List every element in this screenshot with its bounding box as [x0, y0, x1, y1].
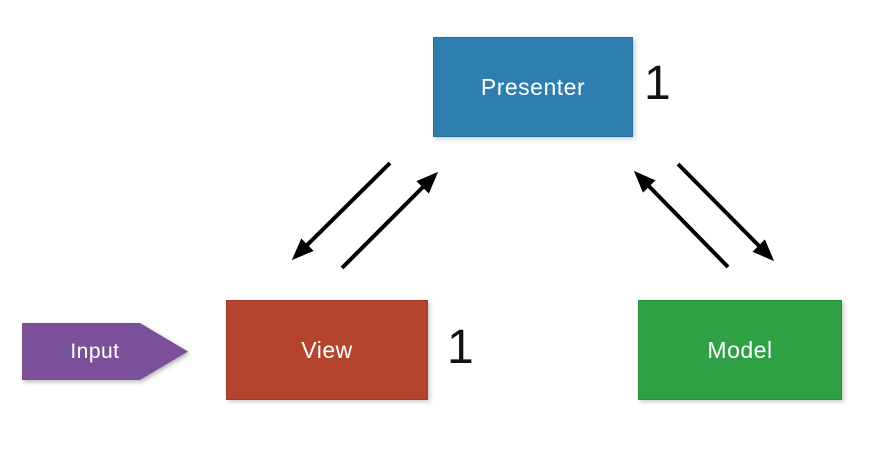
arrow-view-to-presenter	[340, 171, 439, 270]
node-view-label: View	[301, 336, 353, 363]
input-chevron-body: Input	[22, 323, 188, 380]
view-multiplicity-label: 1	[447, 321, 474, 374]
arrow-model-to-presenter	[633, 170, 730, 269]
input-chevron-shape: Input	[22, 323, 188, 380]
node-presenter: Presenter	[433, 37, 633, 137]
node-presenter-label: Presenter	[480, 73, 586, 100]
node-model: Model	[638, 300, 842, 400]
input-label: Input	[70, 339, 120, 363]
node-view: View	[226, 300, 428, 400]
arrow-presenter-to-view	[291, 161, 392, 261]
arrow-presenter-to-model	[676, 162, 775, 262]
presenter-multiplicity-label: 1	[644, 57, 671, 110]
node-model-label: Model	[707, 336, 773, 363]
